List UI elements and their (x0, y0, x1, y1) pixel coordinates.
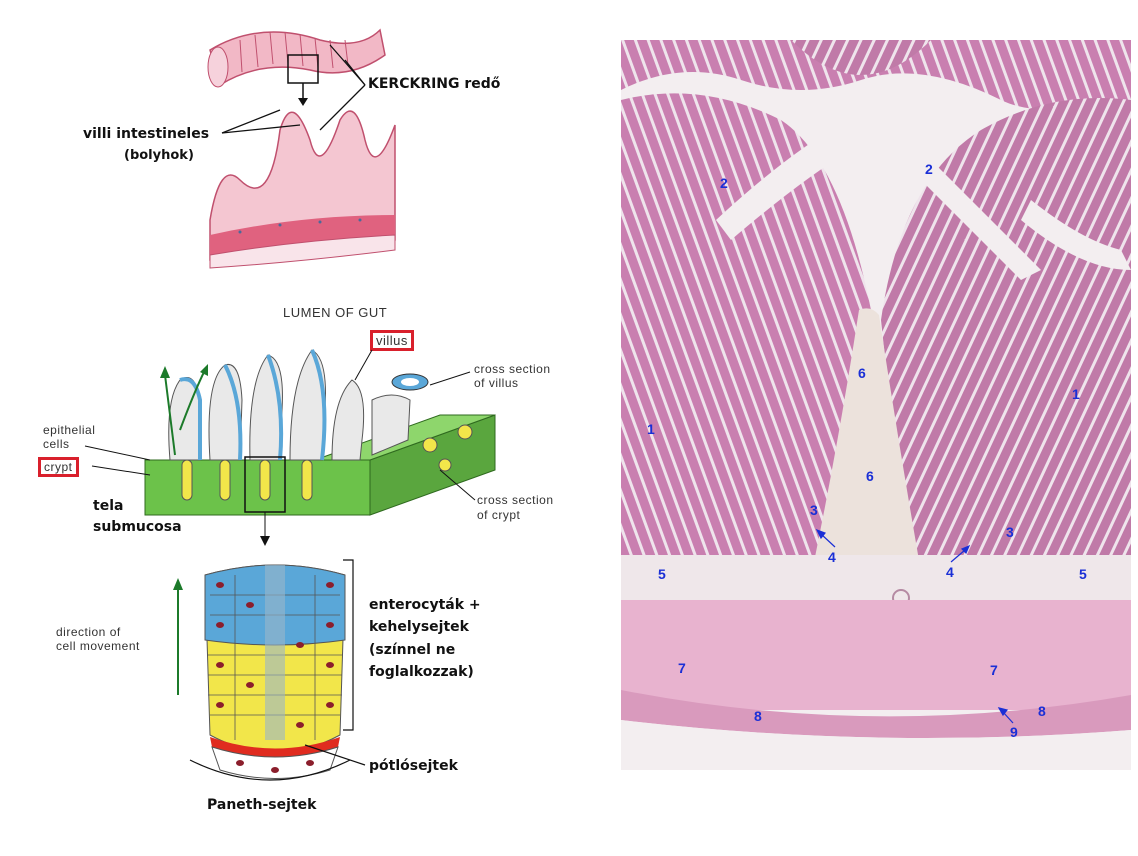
kerckring-label: KERCKRING redő (368, 76, 501, 92)
paneth-label: Paneth-sejtek (207, 797, 317, 813)
micro-label-2b: 2 (925, 161, 933, 177)
micro-label-1a: 1 (647, 421, 655, 437)
epithelial-line1: epithelial (43, 423, 96, 437)
villus-label: villus (370, 330, 414, 351)
middle-pointer-lines (84, 349, 476, 546)
kerckring-pointer-lines (221, 44, 366, 134)
tela-line2: submucosa (93, 519, 182, 535)
micro-label-3a: 3 (810, 502, 818, 518)
micro-label-5b: 5 (1079, 566, 1087, 582)
micro-label-3b: 3 (1006, 524, 1014, 540)
cross-villus-line2: of villus (474, 376, 519, 390)
potlo-label: pótlósejtek (369, 758, 458, 774)
micro-label-4b: 4 (946, 564, 954, 580)
micro-label-4a: 4 (828, 549, 836, 565)
micro-label-6b: 6 (866, 468, 874, 484)
micro-label-6a: 6 (858, 365, 866, 381)
entero-line2: kehelysejtek (369, 619, 469, 635)
crypt-detail-illustration (204, 564, 346, 779)
villi-sublabel: (bolyhok) (124, 148, 194, 163)
villi-label: villi intestineles (83, 126, 210, 142)
direction-line1: direction of (56, 625, 121, 639)
histology-micrograph: 1 1 2 2 3 3 4 4 5 5 6 6 7 7 8 8 9 (621, 40, 1131, 770)
micrograph-drawing (621, 40, 1131, 770)
lumen-label: LUMEN OF GUT (283, 305, 388, 320)
entero-line4: foglalkozzak) (369, 664, 474, 680)
micro-label-9: 9 (1010, 724, 1018, 740)
epithelial-line2: cells (43, 437, 70, 451)
cross-crypt-line2: of crypt (477, 508, 521, 522)
micro-pointer-arrows (815, 528, 1014, 724)
villus-block-illustration (144, 349, 496, 516)
micro-label-8b: 8 (1038, 703, 1046, 719)
micro-label-2a: 2 (720, 175, 728, 191)
micro-label-8a: 8 (754, 708, 762, 724)
micro-label-5a: 5 (658, 566, 666, 582)
intestine-wall-illustration (207, 28, 396, 269)
tela-line1: tela (93, 498, 124, 514)
cross-crypt-line1: cross section (477, 493, 554, 507)
direction-line2: cell movement (56, 639, 140, 653)
entero-line1: enterocyták + (369, 597, 481, 613)
micro-label-1b: 1 (1072, 386, 1080, 402)
micro-label-7b: 7 (990, 662, 998, 678)
entero-line3: (színnel ne (369, 642, 456, 658)
bottom-pointer-lines (173, 559, 366, 781)
crypt-label: crypt (38, 457, 79, 477)
cross-villus-line1: cross section (474, 362, 551, 376)
micro-label-7a: 7 (678, 660, 686, 676)
